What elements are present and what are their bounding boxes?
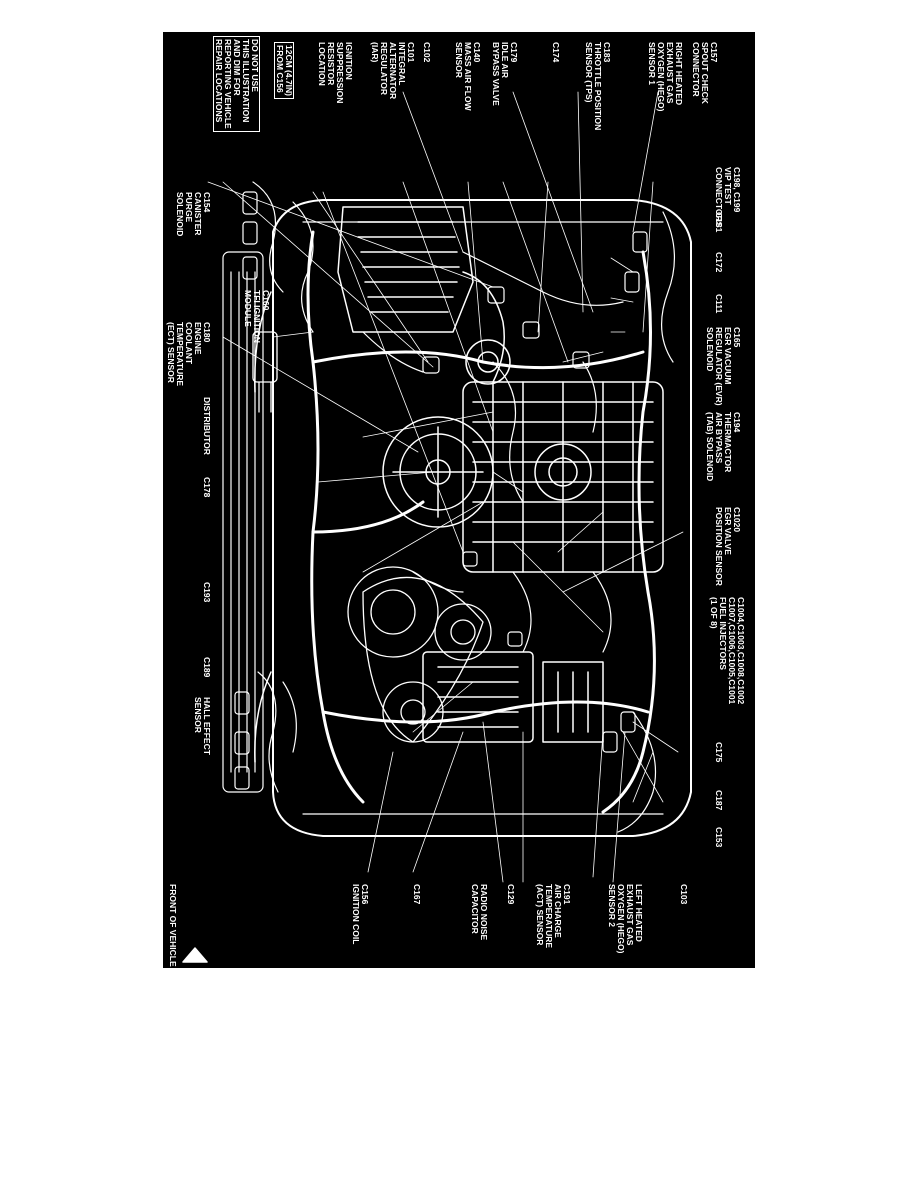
label-c102-short: C102: [422, 42, 432, 63]
engine-harness-drawing: [182, 91, 692, 963]
label-c180: C180 ENGINE COOLANT TEMPERATURE (ECT) SE…: [166, 322, 212, 387]
label-c154: C154 CANISTER PURGE SOLENOID: [175, 192, 212, 237]
label-c187: C187: [714, 790, 724, 811]
label-left-ho2s: LEFT HEATED EXHAUST GAS OXYGEN (HEGO) SE…: [607, 884, 644, 954]
label-c111: C111: [714, 294, 724, 314]
label-suppression-distance: 12CM (4.7IN) FROM C156: [274, 42, 294, 100]
label-c172: C172: [714, 252, 724, 273]
fan-pulleys: [347, 566, 492, 743]
label-c191: C191 AIR CHARGE TEMPERATURE (ACT) SENSOR: [535, 884, 572, 949]
front-arrow-icon: [182, 947, 208, 963]
label-c175: C175: [714, 742, 724, 763]
label-c103: C103: [679, 884, 689, 905]
label-c140: C140 MASS AIR FLOW SENSOR: [454, 42, 482, 111]
label-c174: C174: [551, 42, 561, 63]
radiator: [222, 251, 264, 793]
label-c156: C156 IGNITION COIL: [351, 884, 370, 945]
label-c1020: C1020 EGR VALVE POSITION SENSOR: [714, 507, 742, 586]
label-c178: C178: [202, 477, 212, 498]
label-c189: C189: [202, 657, 212, 678]
label-c193: C193: [202, 582, 212, 603]
air-cleaner: [337, 206, 511, 385]
label-hall-effect: HALL EFFECT SENSOR: [193, 697, 212, 755]
engine-harness-diagram-panel: C157 SPOUT CHECK CONNECTOR RIGHT HEATED …: [163, 32, 755, 968]
purge-solenoid: [252, 331, 278, 413]
label-c153: C153: [714, 827, 724, 848]
label-c179: C179 IDLE AIR BYPASS VALVE: [491, 42, 519, 106]
label-c167: C167: [412, 884, 422, 905]
vehicle-body-outline: [254, 199, 692, 837]
label-fuel-injectors: C1004,C1003,C1008,C1002 C1007,C1006,C100…: [709, 597, 746, 705]
label-c157: C157 SPOUT CHECK CONNECTOR: [691, 42, 719, 104]
battery: [422, 651, 604, 743]
label-radio-noise: RADIO NOISE CAPACITOR: [470, 884, 489, 941]
distributor: [382, 416, 494, 528]
label-c165: C165 EGR VACUUM REGULATOR (EVR) SOLENOID: [705, 327, 742, 406]
label-c101: C101 INTEGRAL ALTERNATOR REGULATOR (IAR): [370, 42, 416, 100]
label-do-not-use: DO NOT USE THIS ILLUSTRATION AND DIM FOR…: [213, 36, 260, 132]
label-c129: C129: [506, 884, 516, 905]
label-distributor: DISTRIBUTOR: [202, 397, 212, 455]
label-ignition-suppression: IGNITION SUPPRESSION RESISTOR LOCATION: [317, 42, 354, 104]
label-c183: C183 THROTTLE POSITION SENSOR (TPS): [584, 42, 612, 131]
leader-lines: [207, 91, 684, 883]
label-right-ho2s: RIGHT HEATED EXHAUST GAS OXYGEN (HEGO) S…: [647, 42, 684, 112]
label-c181: C181: [714, 212, 724, 233]
label-front-of-vehicle: FRONT OF VEHICLE: [168, 884, 178, 967]
label-c194: C194 THERMACTOR AIR BYPASS (TAB) SOLENOI…: [705, 412, 742, 482]
connectors: [234, 191, 648, 790]
label-c160: C160 TFI IGNITION MODULE: [243, 290, 271, 343]
